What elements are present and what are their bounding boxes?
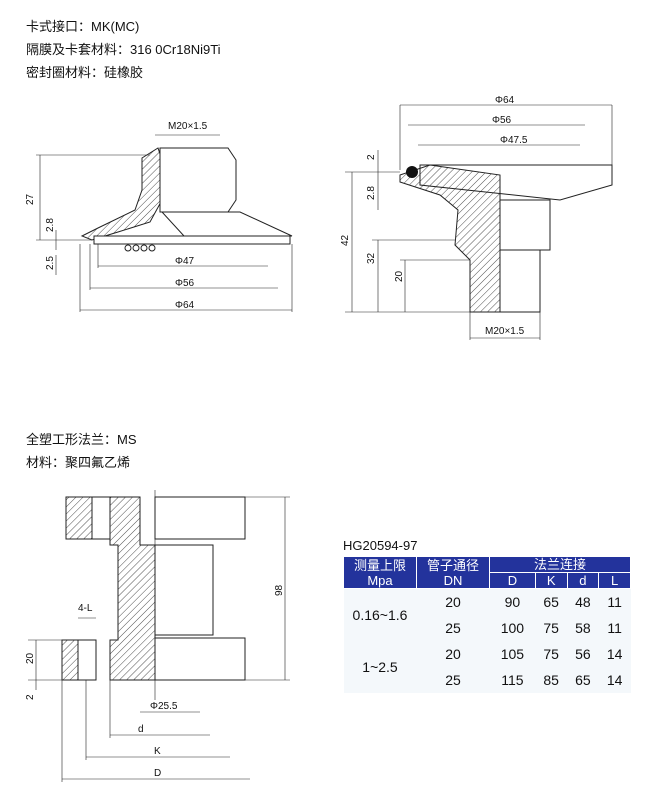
dim-phi56: Φ56 [175,278,195,289]
flange-material-label: 材料：聚四氟乙烯 [26,455,131,470]
standard-code: HG20594-97 [343,538,418,553]
table-row: 0.16~1.6 20 90 65 48 11 [343,588,631,641]
dim-phi47: Φ47 [175,256,195,267]
i-flange-drawing: 98 4-L 20 2 Φ25.5 d K D [25,490,290,782]
col-flange: 法兰连接 [489,556,631,573]
col-L: L [598,572,631,589]
dim-phi56: Φ56 [492,115,512,126]
flange-type-label: 全塑工形法兰：MS [26,432,137,447]
connector-type-label: 卡式接口：MK(MC) [26,19,140,34]
clamp-connector-drawing: M20×1.5 27 2.8 2.5 Φ47 Φ56 Φ64 [25,121,293,312]
col-d: d [566,572,600,589]
dim-2-8: 2.8 [45,218,56,232]
seal-material-label: 密封圈材料：硅橡胶 [26,65,144,80]
table-row: 25 100 75 58 11 [344,615,631,641]
diaphragm-seal-drawing: Φ64 Φ56 Φ47.5 2 2.8 42 32 20 M20×1.5 [340,95,613,340]
dim-2: 2 [25,694,36,700]
dim-D: D [154,768,161,779]
dim-2-8: 2.8 [366,186,377,200]
dim-phi64: Φ64 [175,300,195,311]
dim-2: 2 [366,154,377,160]
dim-98: 98 [274,584,285,596]
dim-phi25-5: Φ25.5 [150,701,178,712]
diaphragm-material-label: 隔膜及卡套材料：316 0Cr18Ni9Ti [26,42,221,57]
dim-phi47-5: Φ47.5 [500,135,528,146]
dim-20: 20 [25,652,36,664]
dim-2-5: 2.5 [45,256,56,270]
dim-4-L: 4-L [78,603,93,614]
dim-thread: M20×1.5 [168,121,208,132]
dim-42: 42 [340,234,351,246]
dim-27: 27 [25,193,36,205]
dim-thread: M20×1.5 [485,326,525,337]
table-row: 1~2.5 20 105 75 56 14 [343,641,631,693]
dim-32: 32 [366,252,377,264]
dim-d: d [138,724,144,735]
dim-phi64: Φ64 [495,95,515,106]
col-D: D [489,572,536,589]
col-K: K [534,572,568,589]
dim-20: 20 [394,270,405,282]
dim-K: K [154,746,161,757]
table-row: 25 115 85 65 14 [344,667,631,693]
